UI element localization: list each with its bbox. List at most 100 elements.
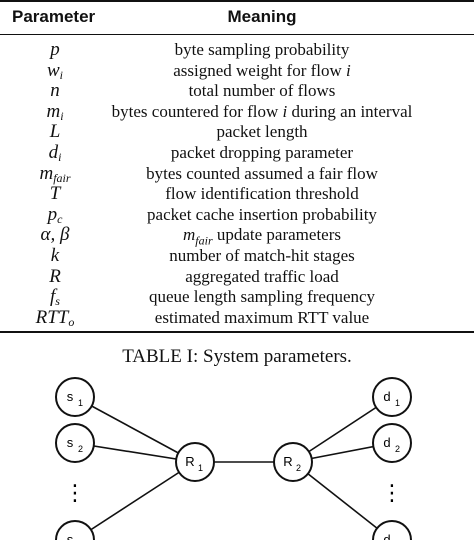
parameter-symbol: di — [0, 142, 110, 164]
parameter-meaning: assigned weight for flow i — [173, 60, 351, 80]
table-row: di packet dropping parameter — [0, 143, 474, 164]
header-meaning: Meaning — [227, 7, 297, 26]
parameter-meaning: total number of flows — [188, 81, 336, 101]
destination-node: dn — [372, 520, 412, 540]
symbol-base: p — [50, 39, 60, 60]
symbol-base: d — [48, 142, 59, 163]
link-source-router — [74, 396, 196, 463]
parameter-symbol: mfair — [0, 162, 110, 185]
node-label: s — [67, 435, 74, 450]
header-parameter: Parameter — [12, 7, 96, 26]
node-label: d — [383, 435, 390, 450]
table-row: RTTo estimated maximum RTT value — [0, 306, 474, 329]
node-circle — [372, 423, 412, 463]
parameter-meaning: number of match-hit stages — [169, 246, 355, 265]
table-row: n total number of flows — [0, 81, 474, 102]
symbol-subscript: s — [55, 294, 60, 309]
parameter-symbol: α, β — [0, 225, 110, 245]
symbol-subscript: fair — [53, 170, 71, 185]
node-circle — [55, 423, 95, 463]
network-topology-diagram: s1s2snR1R2d1d2dn⋮⋮ — [55, 377, 412, 540]
parameter-meaning: packet length — [216, 122, 308, 142]
parameter-meaning: bytes countered for flow i during an int… — [111, 101, 413, 121]
parameter-meaning: aggregated traffic load — [185, 266, 339, 286]
node-circle — [175, 442, 215, 482]
node-subscript: 2 — [78, 444, 83, 454]
symbol-base: L — [49, 121, 61, 143]
parameter-symbol: wi — [0, 59, 110, 82]
symbol-base: m — [46, 100, 61, 122]
link-source-router — [74, 442, 196, 463]
node-circle — [273, 442, 313, 482]
parameter-symbol: k — [0, 246, 110, 266]
symbol-base: R — [49, 265, 61, 287]
parameter-meaning: byte sampling probability — [174, 40, 350, 59]
node-label: s — [67, 532, 74, 540]
symbol-base: α, β — [40, 224, 70, 246]
parameter-symbol: R — [0, 265, 110, 287]
ellipsis-marker: ⋮ — [64, 481, 86, 506]
table-caption: TABLE I: System parameters. — [122, 346, 352, 367]
node-circle — [55, 377, 95, 417]
symbol-base: n — [50, 80, 60, 102]
table-bottom-rule — [0, 331, 474, 333]
node-subscript: 1 — [395, 398, 400, 408]
parameter-meaning: bytes counted assumed a fair flow — [146, 163, 378, 183]
node-label: R — [185, 454, 194, 469]
node-circle — [55, 520, 95, 540]
parameter-meaning: estimated maximum RTT value — [154, 307, 370, 327]
parameter-symbol: L — [0, 122, 110, 142]
parameter-symbol: mi — [0, 100, 110, 123]
node-circle — [372, 377, 412, 417]
node-label: s — [67, 389, 74, 404]
parameter-symbol: RTTo — [0, 306, 110, 329]
node-subscript: 2 — [395, 444, 400, 454]
symbol-base: m — [39, 162, 54, 184]
node-subscript: 1 — [78, 398, 83, 408]
symbol-subscript: i — [59, 67, 64, 82]
parameter-symbol: T — [0, 184, 110, 204]
symbol-base: k — [50, 245, 60, 266]
ellipsis-marker: ⋮ — [381, 481, 403, 506]
table-row: pc packet cache insertion probability — [0, 203, 474, 226]
table-row: p byte sampling probability — [0, 40, 474, 61]
parameter-symbol: fs — [0, 286, 110, 309]
symbol-subscript: o — [68, 314, 75, 329]
node-label: d — [383, 532, 390, 540]
symbol-subscript: i — [58, 150, 62, 164]
symbol-base: f — [50, 286, 56, 308]
symbol-subscript: i — [60, 108, 64, 123]
symbol-base: p — [47, 203, 58, 225]
table-header-rule — [0, 34, 474, 35]
symbol-base: w — [46, 59, 60, 81]
node-subscript: 1 — [198, 463, 203, 473]
parameter-meaning: packet cache insertion probability — [147, 204, 377, 224]
link-source-router — [74, 461, 196, 540]
symbol-base: RTT — [35, 306, 69, 328]
source-node: sn — [55, 520, 95, 540]
table-row: α, β mfair update parameters — [0, 225, 474, 248]
parameter-meaning: flow identification threshold — [165, 184, 359, 204]
table-top-rule — [0, 0, 474, 2]
node-label: d — [383, 389, 390, 404]
symbol-base: T — [49, 183, 61, 205]
parameter-symbol: pc — [0, 203, 110, 226]
symbol-subscript: c — [57, 211, 63, 226]
node-subscript: 2 — [296, 463, 301, 473]
parameter-symbol: n — [0, 81, 110, 101]
node-label: R — [283, 454, 292, 469]
link-router-destination — [292, 461, 393, 540]
parameter-meaning: mfair update parameters — [182, 225, 342, 248]
table-row: wi assigned weight for flow i — [0, 59, 474, 82]
parameter-meaning: packet dropping parameter — [170, 143, 354, 162]
